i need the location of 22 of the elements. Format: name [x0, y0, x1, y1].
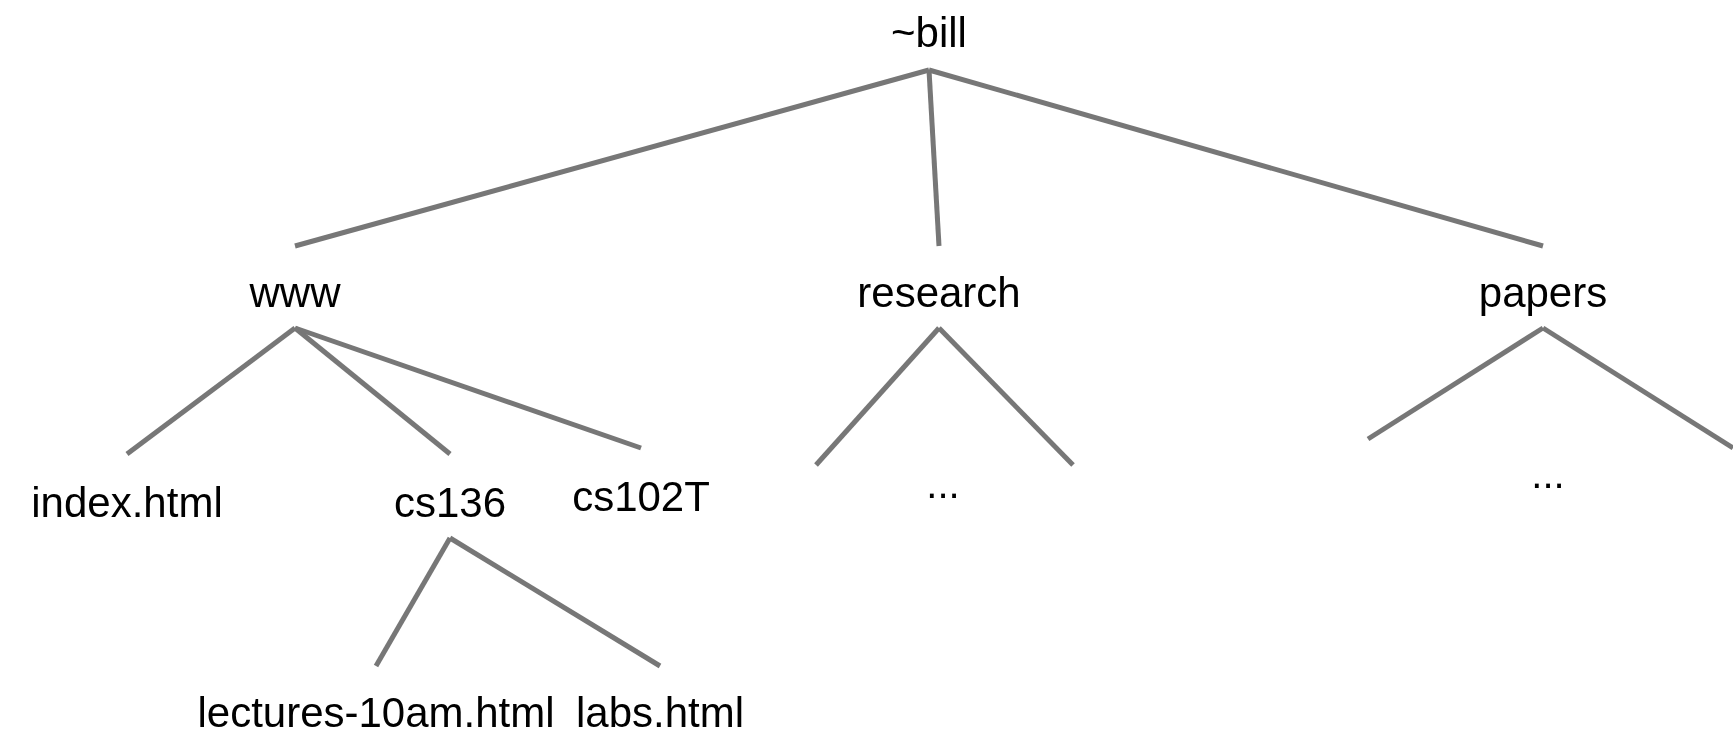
- folder-name: cs102T: [572, 474, 710, 520]
- tree-line: [814, 326, 941, 467]
- tree-line: [1366, 325, 1545, 442]
- tree-line: [928, 67, 1544, 249]
- folder-name: ~bill: [891, 10, 967, 56]
- folder-name: lectures-10am.html: [197, 690, 555, 736]
- tree-line: [926, 69, 942, 247]
- folder-name: cs136: [393, 480, 507, 526]
- folder-name: www: [249, 270, 341, 316]
- tree-line: [373, 536, 453, 668]
- folder-name: index.html: [31, 480, 223, 526]
- ellipsis-label: ...: [1531, 451, 1565, 497]
- tree-line: [294, 325, 642, 451]
- folder-name: labs.html: [575, 690, 745, 736]
- folder-name: research: [857, 270, 1021, 316]
- tree-line: [294, 67, 930, 249]
- tree-line: [937, 326, 1075, 467]
- ellipsis-label: ...: [926, 461, 960, 507]
- tree-line: [125, 326, 297, 456]
- folder-name: papers: [1478, 270, 1608, 316]
- tree-line: [448, 535, 662, 669]
- tree-line: [1541, 325, 1733, 451]
